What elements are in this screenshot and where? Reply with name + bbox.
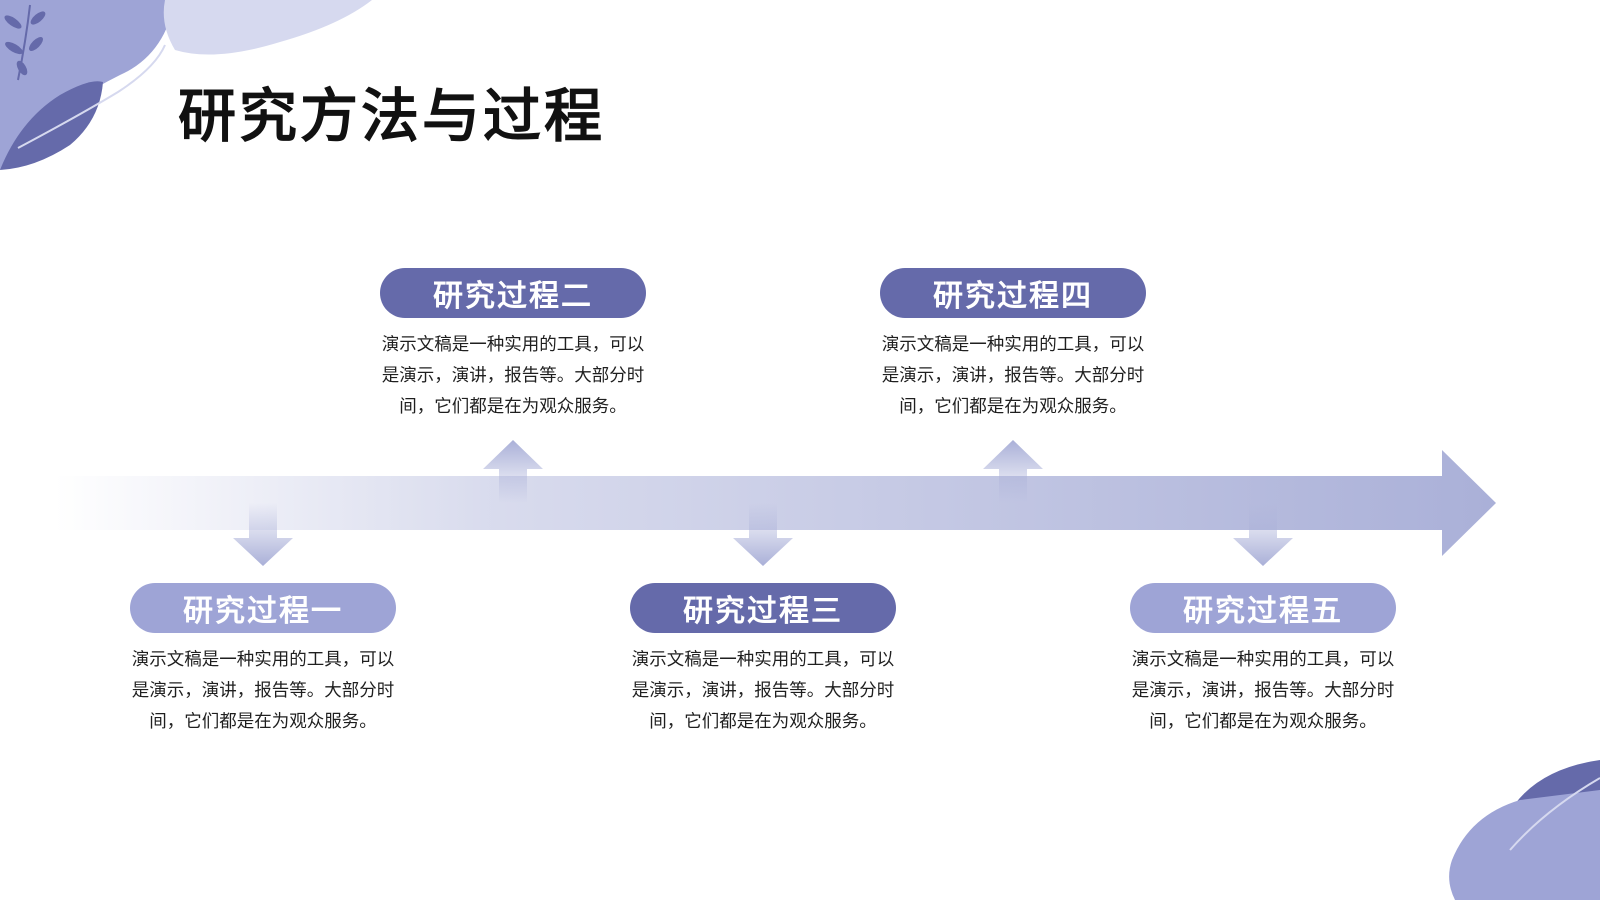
step-5-desc-line: 是演示，演讲，报告等。大部分时 bbox=[1131, 681, 1395, 701]
step-3: 研究过程三 演示文稿是一种实用的工具，可以 是演示，演讲，报告等。大部分时 间，… bbox=[613, 583, 913, 738]
page-title: 研究方法与过程 bbox=[178, 82, 606, 150]
bottom-right-blobs bbox=[1449, 760, 1600, 900]
step-4: 研究过程四 演示文稿是一种实用的工具，可以 是演示，演讲，报告等。大部分时 间，… bbox=[863, 268, 1163, 423]
step-4-desc-line: 间，它们都是在为观众服务。 bbox=[899, 397, 1127, 417]
step-1-desc-line: 间，它们都是在为观众服务。 bbox=[149, 712, 377, 732]
step-3-desc-line: 是演示，演讲，报告等。大部分时 bbox=[631, 681, 895, 701]
step-2-desc-line: 间，它们都是在为观众服务。 bbox=[399, 397, 627, 417]
step-3-desc-line: 演示文稿是一种实用的工具，可以 bbox=[631, 650, 895, 670]
step-3-description: 演示文稿是一种实用的工具，可以 是演示，演讲，报告等。大部分时 间，它们都是在为… bbox=[613, 645, 913, 738]
step-4-desc-line: 演示文稿是一种实用的工具，可以 bbox=[881, 335, 1145, 355]
step-2-label: 研究过程二 bbox=[380, 268, 646, 318]
step-5-desc-line: 间，它们都是在为观众服务。 bbox=[1149, 712, 1377, 732]
step-2: 研究过程二 演示文稿是一种实用的工具，可以 是演示，演讲，报告等。大部分时 间，… bbox=[363, 268, 663, 423]
step-4-label: 研究过程四 bbox=[880, 268, 1146, 318]
top-left-blobs bbox=[0, 0, 372, 170]
step-1-desc-line: 演示文稿是一种实用的工具，可以 bbox=[131, 650, 395, 670]
step-4-desc-line: 是演示，演讲，报告等。大部分时 bbox=[881, 366, 1145, 386]
step-1-description: 演示文稿是一种实用的工具，可以 是演示，演讲，报告等。大部分时 间，它们都是在为… bbox=[113, 645, 413, 738]
step-5-description: 演示文稿是一种实用的工具，可以 是演示，演讲，报告等。大部分时 间，它们都是在为… bbox=[1113, 645, 1413, 738]
step-3-desc-line: 间，它们都是在为观众服务。 bbox=[649, 712, 877, 732]
leaf-icon bbox=[4, 4, 46, 81]
step-1: 研究过程一 演示文稿是一种实用的工具，可以 是演示，演讲，报告等。大部分时 间，… bbox=[113, 583, 413, 738]
down-arrow-3 bbox=[733, 503, 793, 566]
up-arrow-4 bbox=[983, 440, 1043, 503]
up-arrow-2 bbox=[483, 440, 543, 503]
down-arrow-1 bbox=[233, 503, 293, 566]
step-5: 研究过程五 演示文稿是一种实用的工具，可以 是演示，演讲，报告等。大部分时 间，… bbox=[1113, 583, 1413, 738]
step-1-label: 研究过程一 bbox=[130, 583, 396, 633]
step-2-desc-line: 演示文稿是一种实用的工具，可以 bbox=[381, 335, 645, 355]
step-2-description: 演示文稿是一种实用的工具，可以 是演示，演讲，报告等。大部分时 间，它们都是在为… bbox=[363, 330, 663, 423]
step-2-desc-line: 是演示，演讲，报告等。大部分时 bbox=[381, 366, 645, 386]
step-3-label: 研究过程三 bbox=[630, 583, 896, 633]
step-5-desc-line: 演示文稿是一种实用的工具，可以 bbox=[1131, 650, 1395, 670]
down-arrow-5 bbox=[1233, 503, 1293, 566]
step-1-desc-line: 是演示，演讲，报告等。大部分时 bbox=[131, 681, 395, 701]
step-4-description: 演示文稿是一种实用的工具，可以 是演示，演讲，报告等。大部分时 间，它们都是在为… bbox=[863, 330, 1163, 423]
step-5-label: 研究过程五 bbox=[1130, 583, 1396, 633]
